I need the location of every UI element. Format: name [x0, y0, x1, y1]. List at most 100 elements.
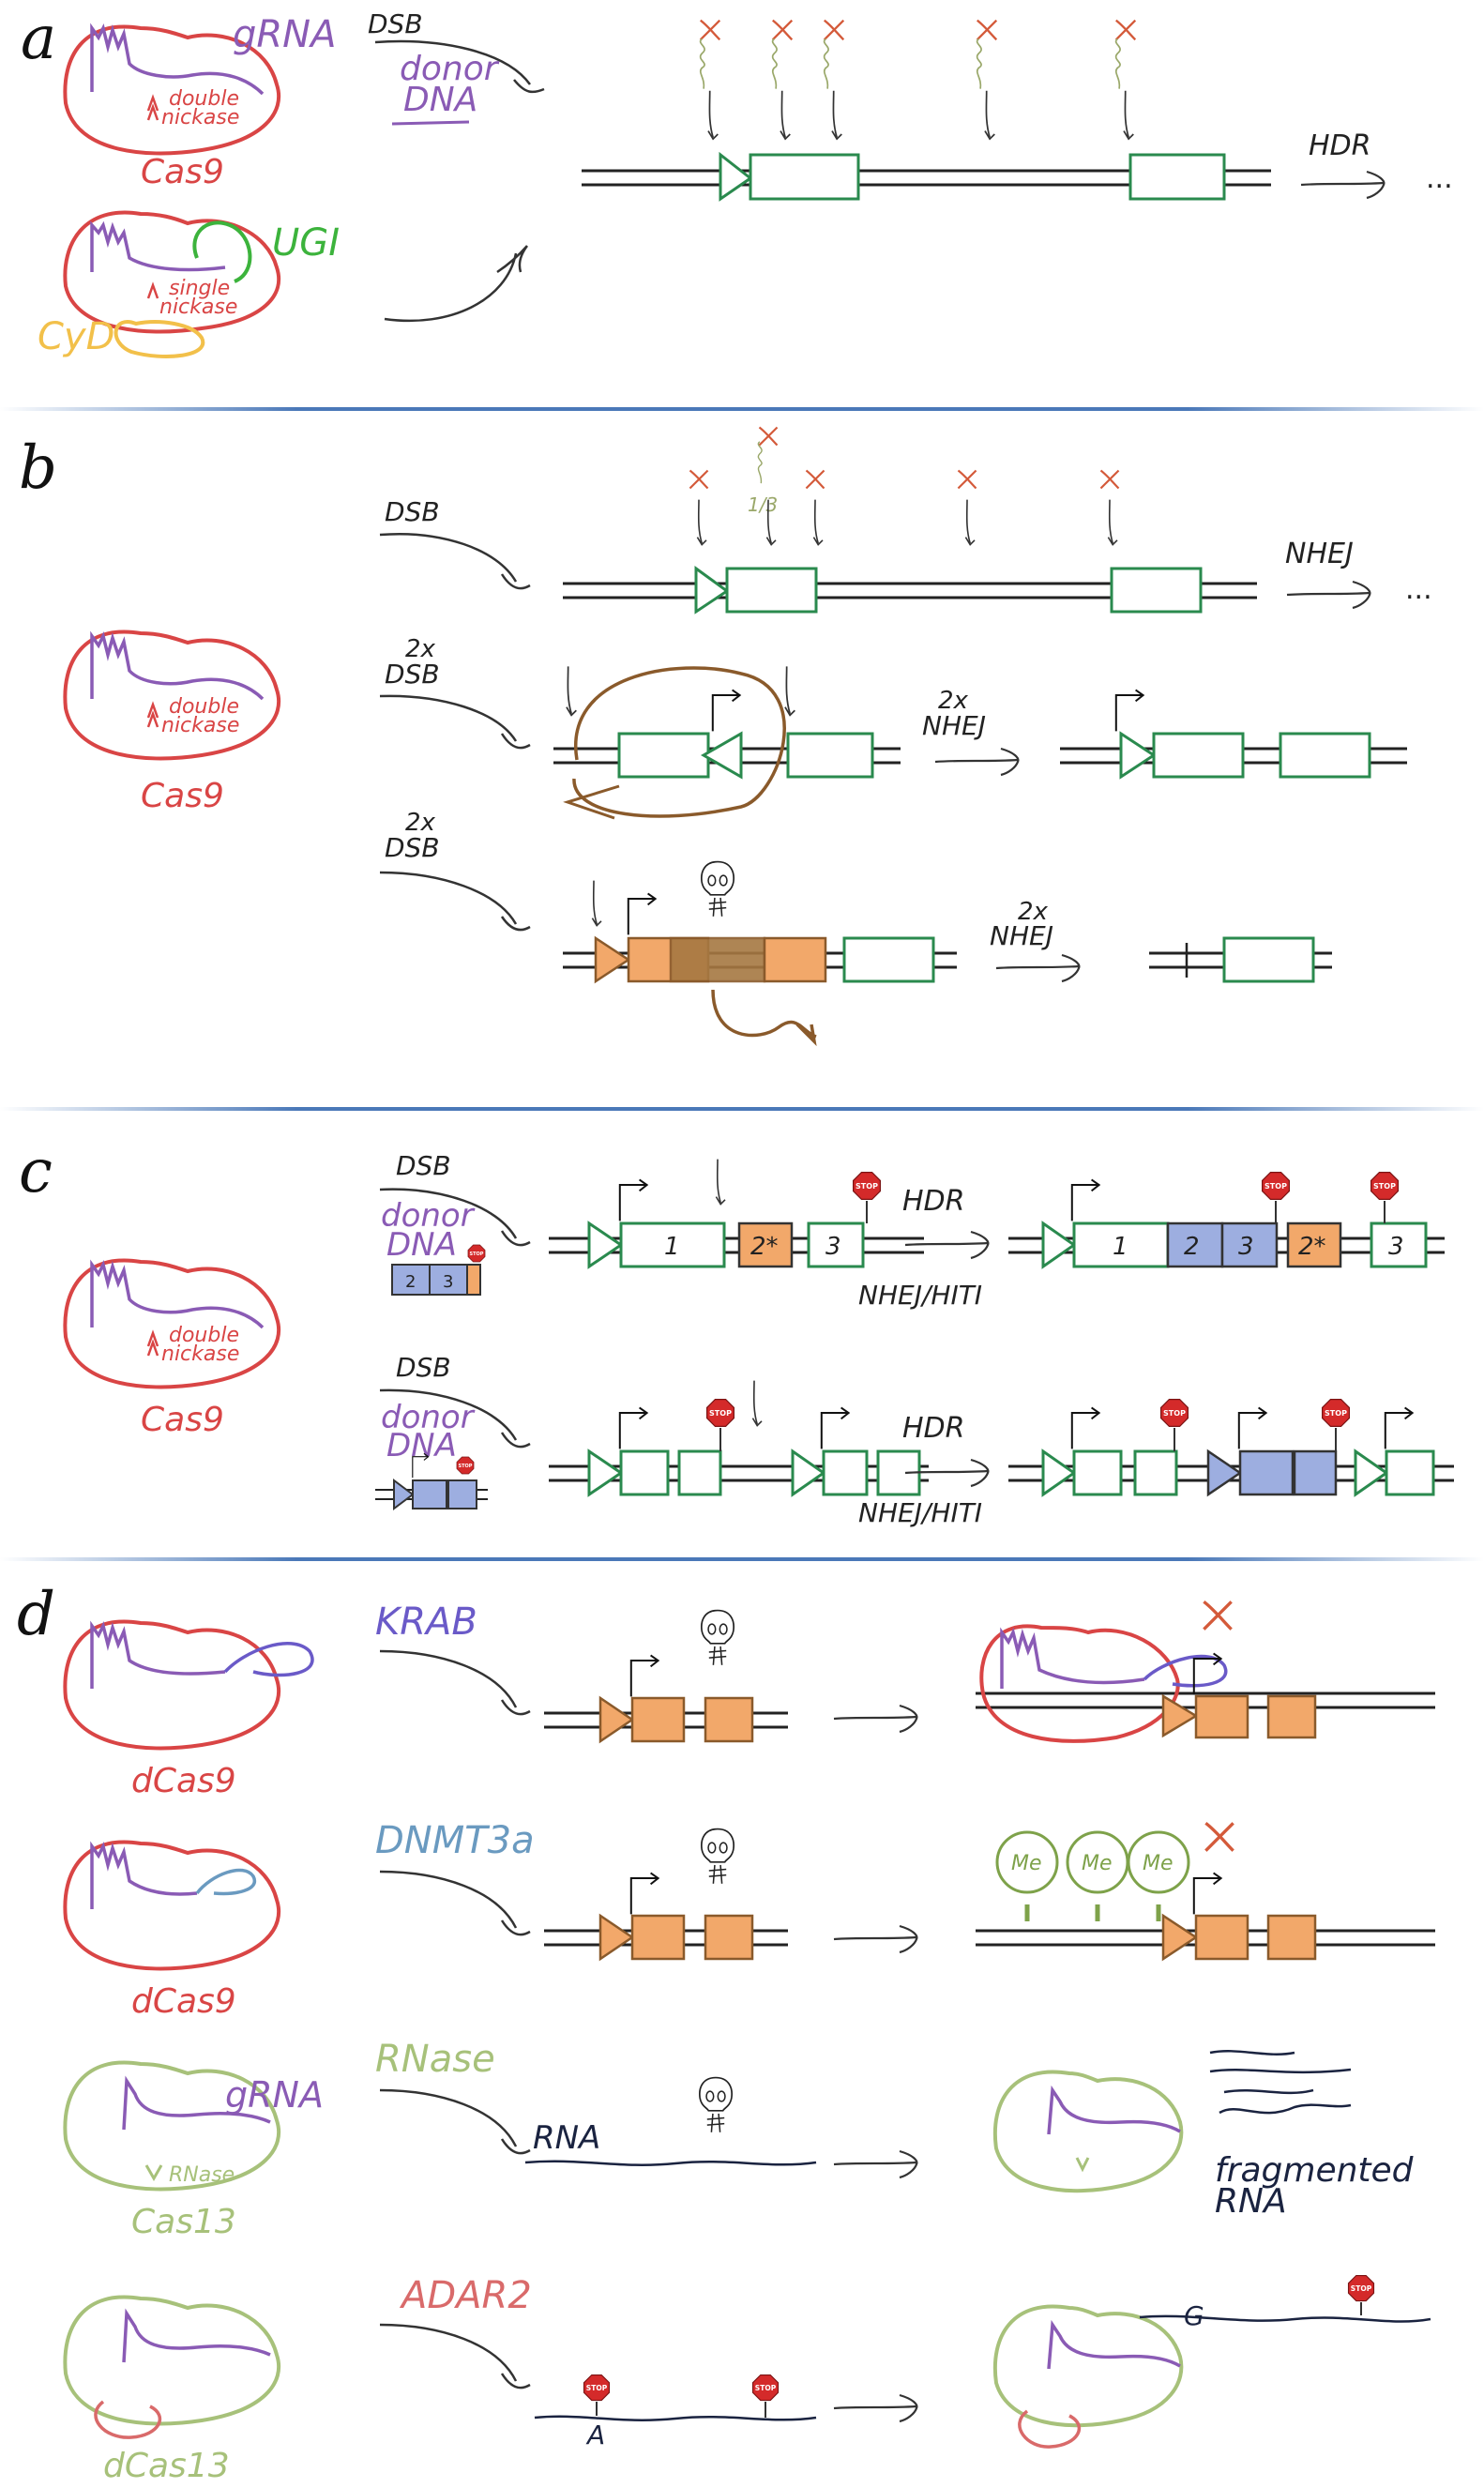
donor-label-c2a: donor — [381, 1399, 476, 1436]
grna-label-a: gRNA — [233, 13, 336, 56]
fraction-label: 1/3 — [748, 493, 778, 516]
dna-d1-result — [976, 1600, 1435, 1743]
donor-label-a2: DNA — [403, 81, 477, 119]
cut-markers-b1: 1/3 — [689, 426, 1120, 546]
exon-c1-3: 3 — [825, 1233, 841, 1261]
enzyme-name-d3: Cas13 — [131, 2203, 236, 2241]
hdr-label-a: HDR — [1309, 129, 1371, 162]
dna-d2-result: Me Me Me — [976, 1821, 1435, 1962]
me-label-2: Me — [1082, 1852, 1113, 1875]
effector-label-d2: DNMT3a — [375, 1819, 535, 1862]
nhej-count-b3: 2x — [1018, 898, 1049, 926]
donor-label-c1b: DNA — [386, 1226, 457, 1264]
exon-c1r-2: 2 — [1184, 1233, 1200, 1261]
donor-label-c2b: DNA — [386, 1427, 457, 1464]
grna-label-d3: gRNA — [225, 2074, 324, 2116]
cas13-enzyme: gRNA RNase Cas13 — [63, 2060, 324, 2241]
exon-c1r-1: 1 — [1113, 1233, 1128, 1261]
hdr-label-c2: HDR — [902, 1412, 965, 1445]
divider-bc — [0, 1107, 1484, 1111]
nhej-label-b1: NHEJ — [1285, 538, 1354, 570]
dna-b1 — [563, 566, 1257, 614]
me-label-3: Me — [1143, 1852, 1174, 1875]
dna-c2-result — [1008, 1398, 1454, 1497]
effector-label-d1: KRAB — [375, 1601, 477, 1644]
dna-d1 — [544, 1654, 788, 1744]
dsb-label-b2: DSB — [385, 659, 440, 690]
nhej-label-c2: NHEJ/HITI — [858, 1497, 982, 1528]
exon-c1-2: 2* — [750, 1233, 779, 1261]
donor-label-a1: donor — [400, 50, 500, 88]
cut-label-c1: double — [169, 1324, 239, 1347]
dcas9-krab-enzyme: dCas9 — [63, 1619, 314, 1800]
base-a-label: A — [585, 2420, 605, 2450]
cas9-enzyme-b: double nickase Cas9 — [63, 630, 281, 815]
donor-exon-c1a: 2 — [405, 1272, 416, 1292]
base-g-label: G — [1184, 2300, 1204, 2331]
donor-label-c1a: donor — [381, 1197, 476, 1235]
exon-c1-1: 1 — [664, 1233, 680, 1261]
dsb-count-b3: 2x — [405, 809, 436, 837]
cut-label-b2: nickase — [161, 714, 239, 737]
enzyme-name-a1: Cas9 — [141, 153, 224, 191]
divider-cd — [0, 1557, 1484, 1561]
cyd-label: CyD — [38, 315, 114, 358]
exon-c1r-5: 3 — [1388, 1233, 1404, 1261]
nickase-mark-icon — [146, 94, 159, 121]
cut-label-d3: RNase — [169, 2163, 235, 2187]
enzyme-name-b: Cas9 — [141, 777, 224, 815]
dsb-label-a: DSB — [368, 8, 423, 39]
me-label-1: Me — [1011, 1852, 1042, 1875]
panel-c-label: c — [19, 1137, 53, 1206]
dna-c1: 1 2* 3 — [549, 1158, 924, 1269]
dna-b2 — [553, 666, 901, 820]
nhej-label-b2: NHEJ — [922, 710, 986, 741]
dna-c2 — [549, 1379, 929, 1497]
nhej-count-b2: 2x — [938, 687, 969, 715]
dna-a — [582, 151, 1271, 202]
panel-c: c double nickase Cas9 DSB donor DNA 2 3 — [19, 1137, 1454, 1528]
donor-exon-c1b: 3 — [443, 1272, 453, 1292]
enzyme-name-d4: dCas13 — [103, 2447, 230, 2485]
rna-strand-d4 — [534, 2415, 817, 2421]
dsb-label-c1: DSB — [396, 1150, 451, 1181]
dsb-label-b3: DSB — [385, 832, 440, 863]
dna-b3 — [563, 892, 957, 1047]
cut-label-b1: double — [169, 695, 239, 719]
cas13-result: fragmented RNA — [992, 2050, 1415, 2221]
dcas13-enzyme: dCas13 — [63, 2295, 281, 2485]
fragmented-label-2: RNA — [1215, 2182, 1287, 2221]
dcas13-result: G — [992, 2274, 1431, 2449]
rna-label: RNA — [533, 2119, 600, 2157]
ellipsis-a: ... — [1426, 162, 1453, 195]
nhej-label-b3: NHEJ — [990, 920, 1053, 951]
dcas9-dnmt3a-enzyme: dCas9 — [63, 1840, 281, 2021]
panel-d: d dCas9 KRAB — [17, 1580, 1435, 2485]
cas9-enzyme-a: gRNA double nickase Cas9 — [63, 13, 336, 191]
cas9-enzyme-c: double nickase Cas9 — [63, 1258, 281, 1439]
exon-c1r-3: 3 — [1238, 1233, 1254, 1261]
divider-ab — [0, 407, 1484, 411]
panel-b-label: b — [19, 433, 57, 503]
exon-c1r-4: 2* — [1298, 1233, 1326, 1261]
nhej-label-c1: NHEJ/HITI — [858, 1280, 982, 1311]
panel-a: a gRNA double nickase Cas9 UGI CyD singl… — [21, 4, 1453, 358]
enzyme-name-d2: dCas9 — [131, 1982, 236, 2021]
hdr-label-c1: HDR — [902, 1185, 965, 1218]
ugi-label: UGI — [272, 221, 340, 265]
cut-label-a3: single — [169, 277, 230, 300]
donor-fragment-c1: 2 3 — [391, 1244, 486, 1296]
dna-d2 — [544, 1872, 788, 1962]
cut-markers-a — [699, 19, 1137, 141]
enzyme-name-c: Cas9 — [141, 1401, 224, 1439]
dna-c1-result: 1 2 3 2* 3 — [1008, 1171, 1445, 1269]
fragmented-label-1: fragmented — [1215, 2151, 1415, 2190]
ellipsis-b: ... — [1405, 573, 1432, 606]
cut-label-a1: double — [169, 87, 239, 111]
panel-b: b double nickase Cas9 DSB 1/3 — [19, 426, 1432, 1047]
dsb-label-c2: DSB — [396, 1352, 451, 1383]
donor-fragment-c2 — [375, 1452, 488, 1510]
effector-label-d3: RNase — [375, 2038, 495, 2081]
dsb-count-b2: 2x — [405, 635, 436, 663]
